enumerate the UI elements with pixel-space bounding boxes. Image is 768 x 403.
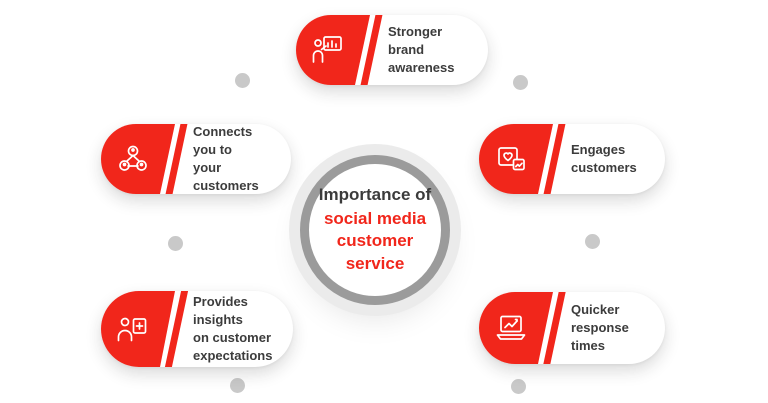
- circle-dot: [235, 73, 250, 88]
- insights-icon: [101, 291, 175, 367]
- circle-dot: [168, 236, 183, 251]
- pill-label: Quicker response times: [571, 302, 629, 353]
- circle-dot: [585, 234, 600, 249]
- pill-label: Stronger brand awareness: [388, 24, 455, 75]
- pill-quicker-response-times: Quicker response times: [479, 292, 665, 364]
- center-subtitle-line1: social media: [323, 209, 427, 229]
- engagement-icon: [479, 124, 553, 194]
- pill-stronger-brand-awareness: Stronger brand awareness: [296, 15, 488, 85]
- network-icon: [101, 124, 175, 194]
- presentation-icon: [296, 15, 370, 85]
- center-title: Importance of: [318, 185, 432, 205]
- circle-dot: [230, 378, 245, 393]
- pill-engages-customers: Engages customers: [479, 124, 665, 194]
- laptop-chart-icon: [479, 292, 553, 364]
- pill-label: Connects you to your customers: [193, 124, 259, 193]
- pill-label: Engages customers: [571, 142, 637, 175]
- pill-connects-you-to-your-customers: Connects you to your customers: [101, 124, 291, 194]
- center-subtitle-line2: customer service: [336, 231, 414, 273]
- center-circle: Importance of social media customer serv…: [300, 155, 450, 305]
- circle-dot: [513, 75, 528, 90]
- pill-label: Provides insights on customer expectatio…: [193, 294, 273, 363]
- pill-provides-insights: Provides insights on customer expectatio…: [101, 291, 293, 367]
- circle-dot: [511, 379, 526, 394]
